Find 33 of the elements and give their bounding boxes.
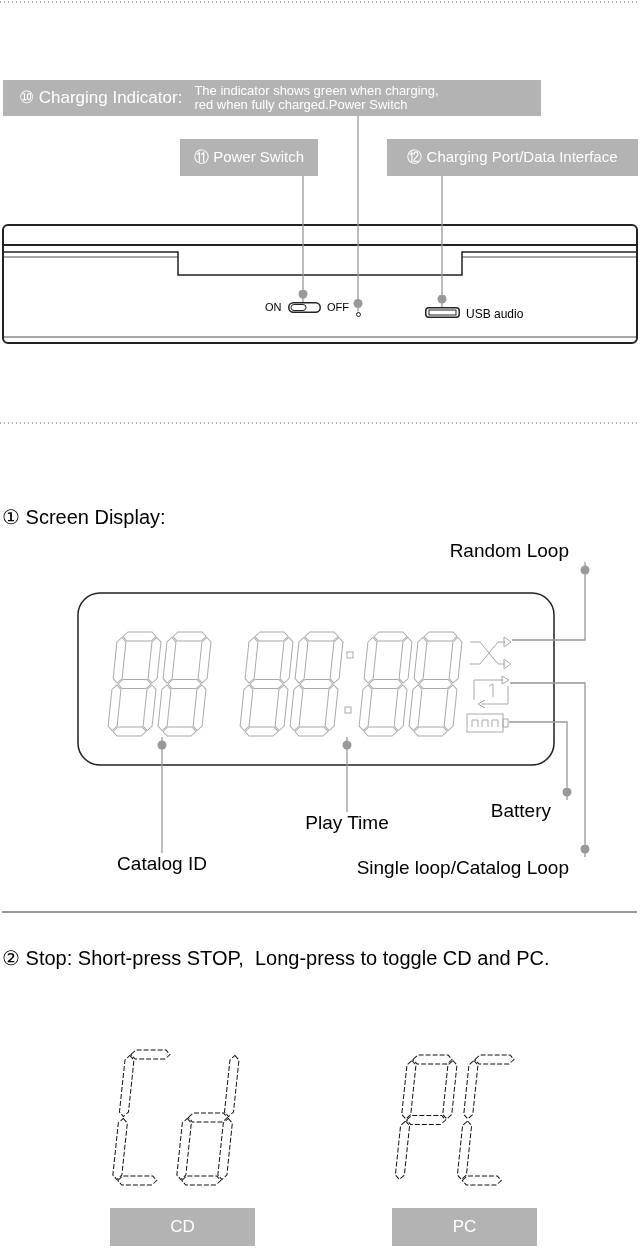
callout-banner: ⑫ Charging Port/Data Interface xyxy=(387,139,638,176)
lcd-digits-drawing xyxy=(106,632,214,737)
repeat-one-icon xyxy=(473,675,510,709)
port-label: USB audio xyxy=(466,306,524,323)
lcd-digits-drawing xyxy=(238,632,464,737)
shuffle-icon xyxy=(469,636,512,670)
switch-label: ON xyxy=(265,300,282,315)
leader-line xyxy=(157,736,167,854)
callout-label: Random Loop xyxy=(430,540,585,562)
callout-label: Play Time xyxy=(290,812,404,834)
mode-label: CD xyxy=(110,1208,255,1246)
leader-line xyxy=(509,682,590,858)
leader-line xyxy=(353,115,363,313)
callout-label: Battery xyxy=(460,800,567,822)
battery-icon xyxy=(466,713,509,733)
callout-label: Catalog ID xyxy=(100,853,224,875)
leader-line xyxy=(508,721,572,801)
leader-line xyxy=(437,175,447,308)
callout-text: The indicator shows green when charging, red when fully charged.Power Switch xyxy=(194,84,440,112)
callout-label: Single loop/Catalog Loop xyxy=(295,857,585,879)
switch-icon xyxy=(288,302,321,313)
leader-line xyxy=(342,736,352,813)
usb-port-icon xyxy=(425,307,460,318)
section-heading: ② Stop: Short-press STOP, Long-press to toggle CD and PC. xyxy=(2,946,550,971)
indicator-light xyxy=(355,311,361,317)
section-heading: ① Screen Display: xyxy=(2,505,166,530)
callout-banner xyxy=(3,80,541,116)
mode-label: PC xyxy=(392,1208,537,1246)
callout-banner: ⑪ Power Switch xyxy=(180,139,318,176)
switch-label: OFF xyxy=(327,300,349,315)
callout-title: ⑩ Charging Indicator: xyxy=(19,87,183,110)
leader-line xyxy=(298,175,308,303)
leader-line xyxy=(511,561,590,641)
